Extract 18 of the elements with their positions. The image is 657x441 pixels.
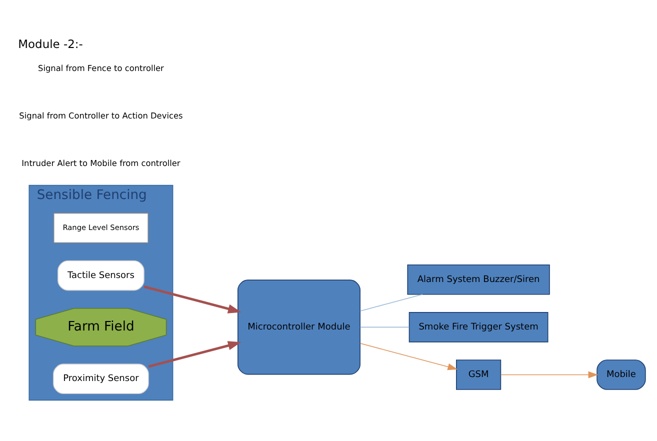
arrow xyxy=(148,340,242,368)
node-box: Range Level Sensors xyxy=(53,212,149,243)
arrow xyxy=(144,284,242,313)
arrow xyxy=(360,342,458,370)
diagram-title: Module -2:- xyxy=(18,36,83,50)
node-box: Tactile Sensors xyxy=(58,260,144,290)
connector xyxy=(360,293,423,311)
legend-label: Signal from Fence to controller xyxy=(38,62,164,72)
node-box: Smoke Fire Trigger System xyxy=(408,312,548,342)
node-box: GSM xyxy=(456,359,502,390)
node-box: Microcontroller Module xyxy=(237,279,360,374)
connector xyxy=(360,326,410,328)
legend-label: Signal from Controller to Action Devices xyxy=(19,110,183,120)
arrow xyxy=(500,370,598,378)
legend-label: Intruder Alert to Mobile from controller xyxy=(22,158,180,168)
node-box: Proximity Sensor xyxy=(53,363,149,394)
node-box: Alarm System Buzzer/Siren xyxy=(407,264,550,294)
node-box: Mobile xyxy=(596,359,646,390)
